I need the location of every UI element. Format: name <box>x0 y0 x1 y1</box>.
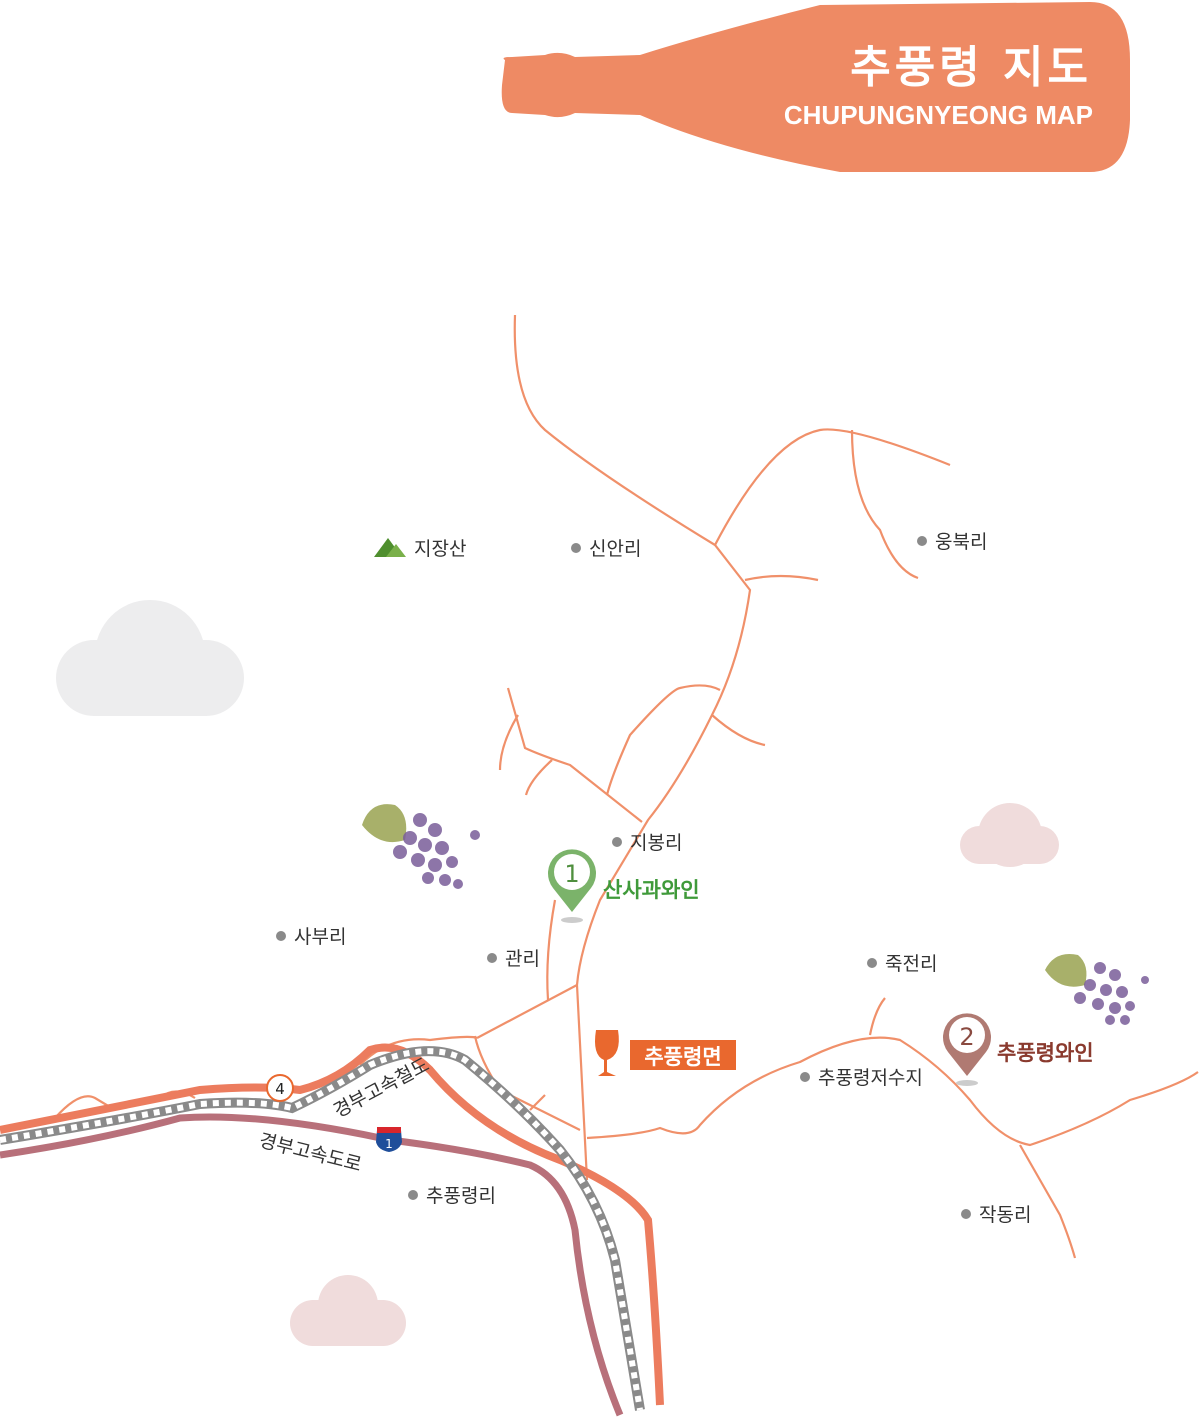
place-label: 추풍령리 <box>426 1185 496 1207</box>
local-roads <box>54 314 1199 1259</box>
place-label: 추풍령저수지 <box>818 1067 923 1089</box>
place-label: 웅북리 <box>935 531 987 553</box>
route-4-badge: 4 <box>266 1074 294 1102</box>
place-label: 신안리 <box>589 538 641 560</box>
place-label: 사부리 <box>294 926 346 948</box>
mountain-label: 지장산 <box>414 538 466 560</box>
grape-icon <box>1045 954 1149 1025</box>
place-label: 죽전리 <box>885 953 937 975</box>
town-label-box <box>630 1040 736 1070</box>
grape-icon <box>362 804 480 889</box>
expressway-line <box>0 1113 624 1417</box>
place-label: 작동리 <box>979 1204 1031 1226</box>
wine-glass-icon <box>595 1030 619 1076</box>
svg-text:1: 1 <box>385 1137 393 1151</box>
cloud-icon <box>960 803 1059 867</box>
place-markers <box>276 536 971 1219</box>
railway-line <box>0 1046 645 1411</box>
winery-1-label[interactable]: 산사과와인 <box>603 878 700 902</box>
svg-text:1: 1 <box>564 860 579 888</box>
svg-text:4: 4 <box>275 1080 285 1098</box>
svg-text:2: 2 <box>959 1023 974 1051</box>
place-label: 관리 <box>505 948 540 970</box>
cloud-icon <box>290 1275 406 1346</box>
title-bottle: 추풍령 지도 CHUPUNGNYEONG MAP <box>501 2 1130 172</box>
cloud-icon <box>56 600 244 716</box>
winery-2-pin[interactable]: 2 <box>943 1013 991 1086</box>
expressway-1-shield: 1 <box>376 1127 402 1152</box>
map-subtitle: CHUPUNGNYEONG MAP <box>784 100 1093 130</box>
expressway-label: 경부고속도로 <box>257 1130 364 1177</box>
map-title: 추풍령 지도 <box>850 42 1092 93</box>
winery-2-label[interactable]: 추풍령와인 <box>997 1041 1094 1065</box>
town-label[interactable]: 추풍령면 <box>644 1045 721 1069</box>
place-label: 지봉리 <box>630 832 682 854</box>
winery-1-pin[interactable]: 1 <box>548 849 596 923</box>
mountain-icon <box>374 538 406 557</box>
